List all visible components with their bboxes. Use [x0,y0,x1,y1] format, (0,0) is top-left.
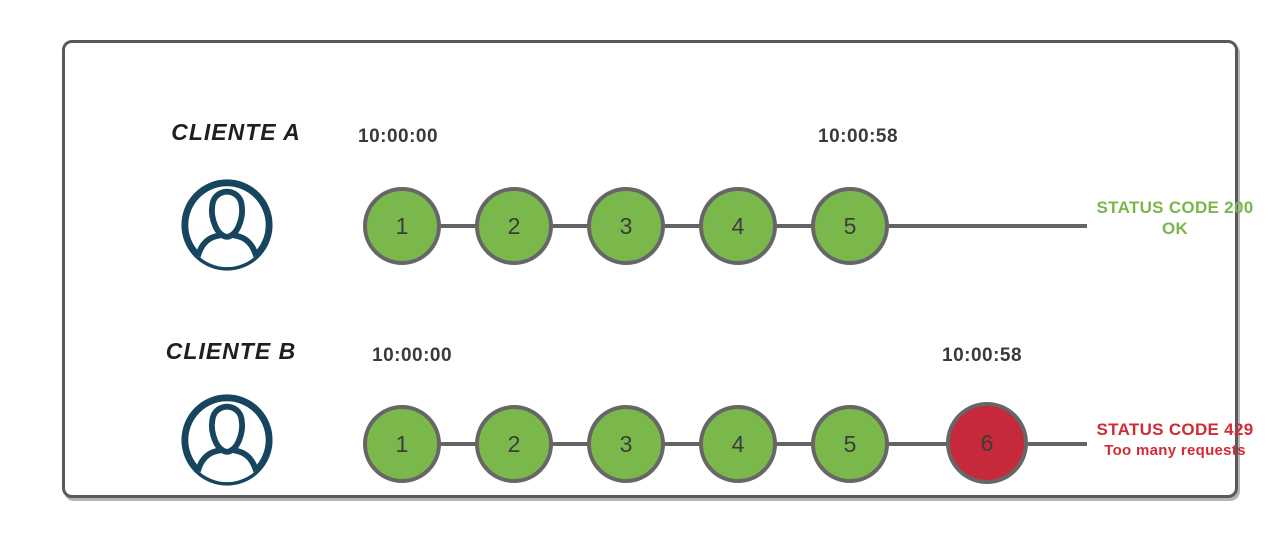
request-number: 4 [731,430,745,457]
request-circle-a3: 3 [587,187,665,265]
user-icon [181,179,273,271]
request-circle-b1: 1 [363,405,441,483]
client-b-label: CLIENTE B [165,338,297,364]
request-circle-a2: 2 [475,187,553,265]
status-detail-a: OK [1161,219,1189,238]
end-time-a: 10:00:58 [818,126,899,147]
user-icon [181,394,273,486]
request-circle-b2: 2 [475,405,553,483]
status-code-a: STATUS CODE 200 [1096,198,1254,217]
request-circle-a4: 4 [699,187,777,265]
request-circle-b4: 4 [699,405,777,483]
request-number: 5 [843,430,857,457]
status-code-b: STATUS CODE 429 [1096,420,1254,439]
request-circle-a1: 1 [363,187,441,265]
start-time-b: 10:00:00 [372,345,453,366]
client-a-label: CLIENTE A [171,119,301,145]
request-number: 5 [843,212,857,239]
request-circle-b6-rejected: 6 [946,402,1028,484]
request-number: 3 [619,212,633,239]
request-circle-b3: 3 [587,405,665,483]
status-result-b: STATUS CODE 429 Too many requests [1089,419,1261,461]
diagram-frame: CLIENTE A 10:00:00 10:00:58 1 2 3 4 5 ST… [62,40,1253,498]
request-number: 1 [395,430,409,457]
request-number: 4 [731,212,745,239]
request-circle-b5: 5 [811,405,889,483]
request-number: 1 [395,212,409,239]
request-number: 2 [507,430,521,457]
request-circle-a5: 5 [811,187,889,265]
start-time-a: 10:00:00 [358,126,439,147]
request-number: 2 [507,212,521,239]
status-detail-b: Too many requests [1104,442,1246,459]
end-time-b: 10:00:58 [942,345,1023,366]
request-number: 6 [980,429,994,456]
request-number: 3 [619,430,633,457]
status-result-a: STATUS CODE 200 OK [1089,197,1261,239]
